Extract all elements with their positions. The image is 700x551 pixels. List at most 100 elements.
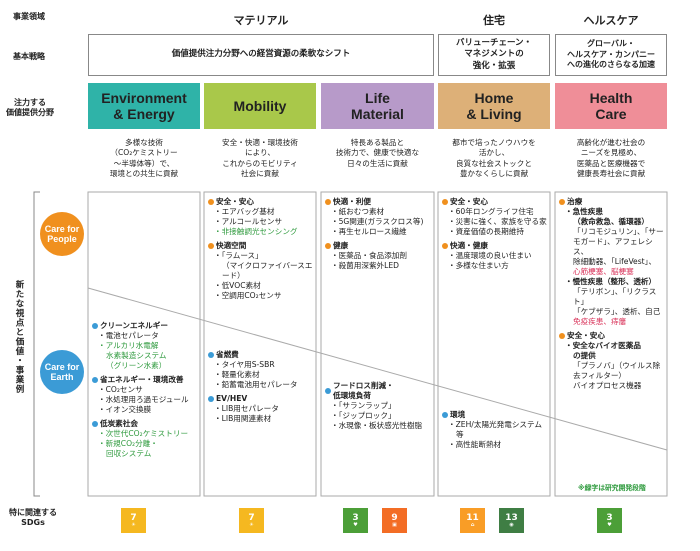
cell-item: ・温度環境の良い住まい bbox=[448, 251, 532, 261]
cell-group-heading-text: 安全・安心 bbox=[216, 197, 254, 206]
cell-item: ・鉛蓄電池用セパレータ bbox=[214, 380, 298, 390]
cell-group: 治療・急性疾患（救命救急、循環器）「リコモジュリン」、「サーモガード」、アフェレ… bbox=[559, 197, 667, 327]
cell-group-heading: EV/HEV bbox=[208, 394, 316, 404]
label-domain: 事業領域 bbox=[13, 12, 45, 21]
cell-item: ・医薬品・食品添加剤 bbox=[331, 251, 407, 261]
domain-healthcare: ヘルスケア bbox=[583, 14, 639, 27]
bullet-dot-icon bbox=[442, 199, 448, 205]
sdg-13-icon: 13◉ bbox=[499, 508, 524, 533]
focus-desc-mobility: 安全・快適・環境技術 により、 これからのモビリティ 社会に貢献 bbox=[222, 138, 298, 178]
care-for-earth-circle: Care for Earth bbox=[40, 350, 84, 394]
cell-item: （グリーン水素） bbox=[106, 361, 167, 371]
bullet-dot-icon bbox=[325, 199, 331, 205]
focus-desc-health: 高齢化が進む社会の ニーズを見極め、 医薬品と医療機器で 健康長寿社会に貢献 bbox=[576, 138, 646, 178]
cell-item: ・殺菌用深紫外LED bbox=[331, 261, 400, 271]
cell-life-people: 快適・利便・紙おむつ素材・5G関連(ガラスクロス等)・再生セルロース繊維健康・医… bbox=[325, 197, 433, 271]
cell-item: ・災害に強く、家族を守る家 bbox=[448, 217, 547, 227]
cell-item: 除細動器、「LifeVest」、 bbox=[573, 257, 657, 267]
cell-item: ・エアバッグ基材 bbox=[214, 207, 275, 217]
cell-item: バイオプロセス機器 bbox=[573, 381, 642, 391]
cell-item: 「リコモジュリン」、「サー bbox=[573, 227, 664, 237]
cell-item: ・次世代CO₂ケミストリー bbox=[98, 429, 189, 439]
cell-group: 快適・利便・紙おむつ素材・5G関連(ガラスクロス等)・再生セルロース繊維 bbox=[325, 197, 433, 237]
sdg-3-icon: 3♥ bbox=[597, 508, 622, 533]
cell-group: 健康・医薬品・食品添加剤・殺菌用深紫外LED bbox=[325, 241, 433, 271]
cell-item: ・LIB用関連素材 bbox=[214, 414, 272, 424]
label-strategy: 基本戦略 bbox=[13, 52, 45, 61]
cell-group-heading: 省エネルギー・環境改善 bbox=[92, 375, 200, 385]
cell-item: ・空調用CO₂センサ bbox=[214, 291, 282, 301]
cell-item: ・資産価値の長期維持 bbox=[448, 227, 524, 237]
cell-group-heading-text: 省エネルギー・環境改善 bbox=[100, 375, 184, 385]
cell-mobility-people: 安全・安心・エアバッグ基材・アルコールセンサ・非接触調光センシング快適空間・「ラ… bbox=[208, 197, 316, 301]
focus-mobility: Mobility bbox=[204, 83, 316, 129]
bullet-dot-icon bbox=[208, 243, 214, 250]
cell-group-heading-text: 環境 bbox=[450, 410, 466, 419]
bullet-dot-icon bbox=[208, 199, 214, 205]
cell-item: （マイクロファイバースエード） bbox=[222, 261, 313, 281]
cell-group-heading: 安全・安心 bbox=[208, 197, 316, 207]
label-sdgs: 特に関連する SDGs bbox=[9, 508, 57, 528]
cell-item: ・CO₂センサ bbox=[98, 385, 143, 395]
cell-environment-earth: クリーンエネルギー・電池セパレータ・アルカリ水電解水素製造システム（グリーン水素… bbox=[92, 321, 200, 459]
column-home bbox=[437, 191, 551, 497]
cell-item: ・「ラムース」 bbox=[214, 251, 263, 261]
label-vertical: 新たな視点と価値・事業例 bbox=[14, 280, 24, 394]
focus-desc-life: 特長ある製品と 技術力で、健康で快適な 日々の生活に貢献 bbox=[335, 138, 420, 168]
sdg-9-icon: 9▣ bbox=[382, 508, 407, 533]
cell-group: 低炭素社会・次世代CO₂ケミストリー・新規CO₂分離・回収システム bbox=[92, 419, 200, 459]
cell-group-heading-text: 安全・安心 bbox=[450, 197, 488, 206]
cell-item: ・軽量化素材 bbox=[214, 370, 260, 380]
cell-group: 安全・安心・エアバッグ基材・アルコールセンサ・非接触調光センシング bbox=[208, 197, 316, 237]
label-focus: 注力する 価値提供分野 bbox=[6, 98, 54, 118]
bullet-dot-icon bbox=[325, 388, 331, 395]
column-mobility bbox=[203, 191, 317, 497]
focus-home-living: Home & Living bbox=[438, 83, 550, 129]
cell-item: 「ケブザラ」、透析、自己 bbox=[573, 307, 661, 317]
domain-material: マテリアル bbox=[233, 14, 289, 27]
cell-life-earth: フードロス削減・ 低環境負荷・「サランラップ」・「ジップロック」・水現像・板状感… bbox=[325, 381, 433, 431]
bullet-dot-icon bbox=[92, 421, 98, 428]
bullet-dot-icon bbox=[325, 243, 331, 250]
cell-item: 回収システム bbox=[106, 449, 152, 459]
cell-group-heading: クリーンエネルギー bbox=[92, 321, 200, 331]
cell-item: ・急性疾患 bbox=[565, 207, 603, 217]
cell-item: ・慢性疾患（整形、透析） bbox=[565, 277, 657, 287]
cell-group-heading-text: 快適空間 bbox=[216, 241, 247, 251]
focus-desc-environment: 多様な技術 （CO₂ケミストリー ～半導体等）で、 環境との共生に貢献 bbox=[109, 138, 179, 178]
focus-life-material: Life Material bbox=[321, 83, 434, 129]
cell-item: ・ZEH/太陽光発電システム bbox=[448, 420, 542, 430]
cell-item: ・新規CO₂分離・ bbox=[98, 439, 158, 449]
cell-item: ・アルコールセンサ bbox=[214, 217, 283, 227]
cell-group: 安全・安心・60年ロングライフ住宅・災害に強く、家族を守る家・資産価値の長期維持 bbox=[442, 197, 550, 237]
cell-group: 快適空間・「ラムース」（マイクロファイバースエード）・低VOC素材・空調用CO₂… bbox=[208, 241, 316, 301]
bullet-dot-icon bbox=[92, 377, 98, 384]
cell-group-heading-text: 健康 bbox=[333, 241, 349, 251]
cell-item: ・「サランラップ」 bbox=[331, 401, 396, 411]
cell-item: （救命救急、循環器） bbox=[573, 217, 649, 227]
cell-group-heading-text: フードロス削減・ 低環境負荷 bbox=[333, 381, 394, 401]
cell-group: 環境・ZEH/太陽光発電システム等・高性能断熱材 bbox=[442, 410, 550, 450]
strategy-material: 価値提供注力分野への経営資源の柔軟なシフト bbox=[88, 34, 434, 76]
cell-home-people: 安全・安心・60年ロングライフ住宅・災害に強く、家族を守る家・資産価値の長期維持… bbox=[442, 197, 550, 271]
cell-group-heading-text: 快適・利便 bbox=[333, 197, 371, 206]
cell-group: フードロス削減・ 低環境負荷・「サランラップ」・「ジップロック」・水現像・板状感… bbox=[325, 381, 433, 431]
cell-item: ・60年ロングライフ住宅 bbox=[448, 207, 534, 217]
cell-group-heading: 環境 bbox=[442, 410, 550, 420]
bullet-dot-icon bbox=[208, 352, 214, 358]
cell-item: 「プラノバ」（ウイルス除 bbox=[573, 361, 661, 371]
cell-item: ・多様な住まい方 bbox=[448, 261, 509, 271]
cell-group-heading-text: EV/HEV bbox=[216, 394, 248, 404]
focus-desc-home: 都市で培ったノウハウを 活かし、 良質な社会ストックと 豊かなくらしに貢献 bbox=[452, 138, 536, 178]
cell-item: ・アルカリ水電解 bbox=[98, 341, 159, 351]
cell-group-heading-text: 治療 bbox=[567, 197, 583, 206]
cell-item: ・LIB用セパレータ bbox=[214, 404, 279, 414]
cell-group-heading: 快適・健康 bbox=[442, 241, 550, 251]
bullet-dot-icon bbox=[559, 199, 565, 205]
column-life bbox=[320, 191, 435, 497]
cell-item: ・タイヤ用S-SBR bbox=[214, 360, 275, 370]
cell-item: 水素製造システム bbox=[106, 351, 167, 361]
cell-item: ・再生セルロース繊維 bbox=[331, 227, 407, 237]
cell-item: ・水処理用ろ過モジュール bbox=[98, 395, 189, 405]
